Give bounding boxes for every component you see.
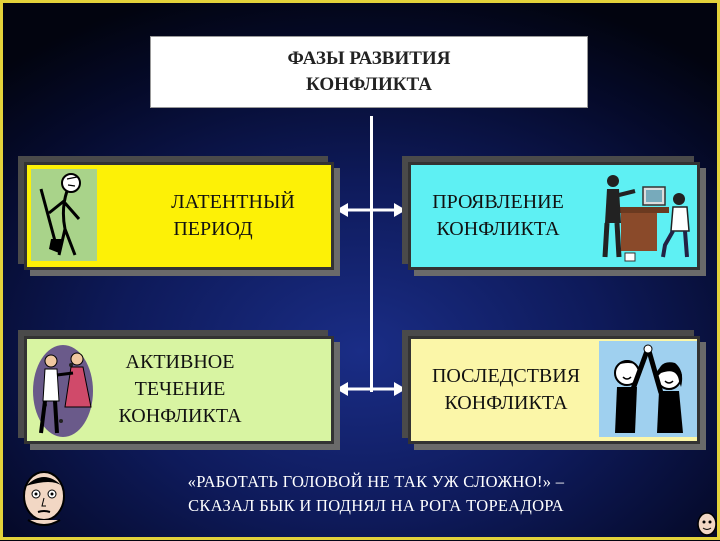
active-line-2: ТЕЧЕНИЕ [134, 378, 226, 400]
title-line-2: КОНФЛИКТА [306, 74, 432, 95]
latent-line-1: ЛАТЕНТНЫЙ [171, 191, 295, 213]
latent-line-2: ПЕРИОД [173, 218, 253, 240]
closing-quote: «РАБОТАТЬ ГОЛОВОЙ НЕ ТАК УЖ СЛОЖНО!» – С… [96, 470, 656, 518]
active-line-1: АКТИВНОЕ [125, 351, 235, 373]
dancing-couple-icon [31, 341, 97, 439]
connector-vertical-line [370, 116, 373, 392]
thinking-man-icon [18, 468, 70, 530]
office-argument-icon [599, 173, 695, 263]
quote-line-2: СКАЗАЛ БЫК И ПОДНЯЛ НА РОГА ТОРЕАДОРА [188, 496, 564, 515]
small-face-icon [696, 510, 718, 536]
phase-active-card: АКТИВНОЕ ТЕЧЕНИЕ КОНФЛИКТА [24, 336, 334, 444]
high-five-icon [599, 341, 697, 437]
phase-consequences-card: ПОСЛЕДСТВИЯ КОНФЛИКТА [408, 336, 700, 444]
manifest-line-1: ПРОЯВЛЕНИЕ [432, 191, 564, 213]
stick-figure-digging-icon [31, 169, 97, 261]
manifest-line-2: КОНФЛИКТА [436, 218, 560, 240]
diagram-title: ФАЗЫ РАЗВИТИЯ КОНФЛИКТА [150, 36, 588, 108]
consequences-line-1: ПОСЛЕДСТВИЯ [431, 365, 581, 387]
title-line-1: ФАЗЫ РАЗВИТИЯ [287, 48, 451, 69]
active-line-3: КОНФЛИКТА [118, 405, 242, 427]
quote-line-1: «РАБОТАТЬ ГОЛОВОЙ НЕ ТАК УЖ СЛОЖНО!» – [187, 472, 565, 491]
consequences-line-2: КОНФЛИКТА [444, 392, 568, 414]
phase-latent-card: ЛАТЕНТНЫЙ ПЕРИОД [24, 162, 334, 270]
phase-manifest-card: ПРОЯВЛЕНИЕ КОНФЛИКТА [408, 162, 700, 270]
